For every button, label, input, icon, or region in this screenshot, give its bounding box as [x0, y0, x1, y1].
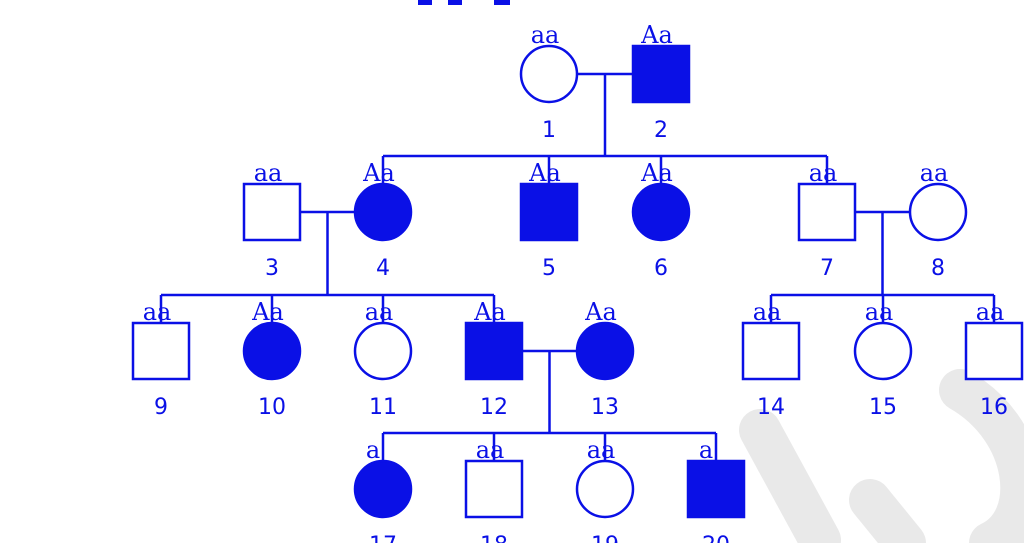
individual-number: 2 — [654, 118, 668, 143]
individual-number: 18 — [480, 533, 508, 543]
watermark — [739, 369, 1024, 543]
individual-12: Aa 12 — [464, 298, 524, 420]
genotype-label: Aa — [251, 298, 284, 326]
individual-8: aa 8 — [908, 159, 968, 281]
individual-number: 5 — [542, 256, 556, 281]
unaffected-female-circle — [353, 321, 413, 381]
individual-4: Aa 4 — [353, 159, 413, 281]
individual-number: 20 — [702, 533, 730, 543]
affected-female-circle — [353, 459, 413, 519]
individual-number: 8 — [931, 256, 945, 281]
individual-number: 19 — [591, 533, 619, 543]
unaffected-male-square — [964, 321, 1024, 381]
individual-17: a_ 17 — [353, 436, 413, 543]
individual-number: 1 — [542, 118, 556, 143]
individual-13: Aa 13 — [575, 298, 635, 420]
individual-number: 10 — [258, 395, 286, 420]
genotype-label: aa — [143, 298, 172, 326]
genotype-label: aa — [809, 159, 838, 187]
individual-18: aa 18 — [464, 436, 524, 543]
individual-15: aa 15 — [853, 298, 913, 420]
individuals: aa1Aa2aa3Aa4Aa5Aa6aa7aa8aa9Aa10aa11Aa12A… — [131, 21, 1024, 543]
individual-number: 16 — [980, 395, 1008, 420]
individual-14: aa 14 — [741, 298, 801, 420]
individual-number: 3 — [265, 256, 279, 281]
unaffected-female-circle — [853, 321, 913, 381]
genotype-label: Aa — [640, 21, 673, 49]
affected-male-square — [631, 44, 691, 104]
individual-number: 6 — [654, 256, 668, 281]
individual-1: aa 1 — [519, 21, 579, 143]
genotype-label: aa — [587, 436, 616, 464]
affected-female-circle — [575, 321, 635, 381]
genotype-label: Aa — [528, 159, 561, 187]
affected-male-square — [519, 182, 579, 242]
genotype-label: a_ — [699, 436, 725, 464]
individual-16: aa 16 — [964, 298, 1024, 420]
individual-19: aa 19 — [575, 436, 635, 543]
genotype-label: Aa — [473, 298, 506, 326]
individual-number: 11 — [369, 395, 397, 420]
individual-5: Aa 5 — [519, 159, 579, 281]
relationship-lines — [159, 72, 996, 461]
genotype-label: Aa — [640, 159, 673, 187]
affected-female-circle — [242, 321, 302, 381]
individual-11: aa 11 — [353, 298, 413, 420]
individual-10: Aa 10 — [242, 298, 302, 420]
individual-number: 9 — [154, 395, 168, 420]
genotype-label: aa — [920, 159, 949, 187]
individual-number: 4 — [376, 256, 390, 281]
individual-20: a_ 20 — [686, 436, 746, 543]
genotype-label: a_ — [366, 436, 392, 464]
cropped-title-fragment — [418, 0, 510, 5]
affected-male-square — [464, 321, 524, 381]
genotype-label: aa — [365, 298, 394, 326]
unaffected-male-square — [464, 459, 524, 519]
genotype-label: Aa — [584, 298, 617, 326]
unaffected-female-circle — [575, 459, 635, 519]
affected-male-square — [686, 459, 746, 519]
affected-female-circle — [631, 182, 691, 242]
unaffected-male-square — [242, 182, 302, 242]
genotype-label: aa — [976, 298, 1005, 326]
individual-6: Aa 6 — [631, 159, 691, 281]
individual-9: aa 9 — [131, 298, 191, 420]
individual-2: Aa 2 — [631, 21, 691, 143]
individual-number: 13 — [591, 395, 619, 420]
unaffected-male-square — [797, 182, 857, 242]
individual-number: 15 — [869, 395, 897, 420]
genotype-label: aa — [865, 298, 894, 326]
genotype-label: aa — [254, 159, 283, 187]
genotype-label: aa — [531, 21, 560, 49]
unaffected-male-square — [131, 321, 191, 381]
individual-number: 17 — [369, 533, 397, 543]
individual-7: aa 7 — [797, 159, 857, 281]
genotype-label: aa — [753, 298, 782, 326]
unaffected-female-circle — [908, 182, 968, 242]
individual-3: aa 3 — [242, 159, 302, 281]
individual-number: 14 — [757, 395, 785, 420]
individual-number: 7 — [820, 256, 834, 281]
individual-number: 12 — [480, 395, 508, 420]
genotype-label: Aa — [362, 159, 395, 187]
unaffected-male-square — [741, 321, 801, 381]
affected-female-circle — [353, 182, 413, 242]
unaffected-female-circle — [519, 44, 579, 104]
genotype-label: aa — [476, 436, 505, 464]
